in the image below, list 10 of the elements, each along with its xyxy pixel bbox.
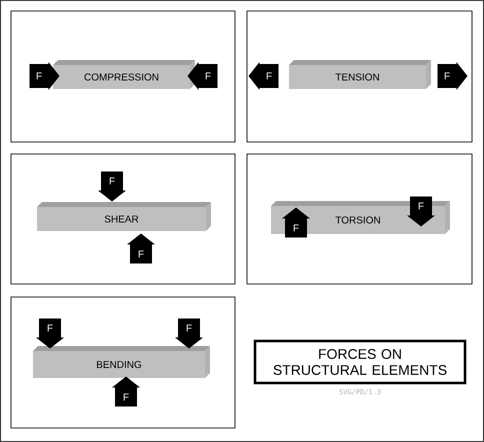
panel bbox=[246, 10, 472, 142]
panel bbox=[246, 154, 472, 284]
beam: SHEAR bbox=[37, 202, 211, 231]
panel bbox=[10, 154, 236, 284]
title-box: FORCES ON STRUCTURAL ELEMENTS bbox=[254, 340, 466, 384]
panel bbox=[10, 296, 236, 428]
beam: BENDING bbox=[33, 346, 210, 378]
panel bbox=[10, 10, 236, 142]
beam: COMPRESSION bbox=[53, 60, 195, 89]
beam: TENSION bbox=[289, 60, 431, 89]
